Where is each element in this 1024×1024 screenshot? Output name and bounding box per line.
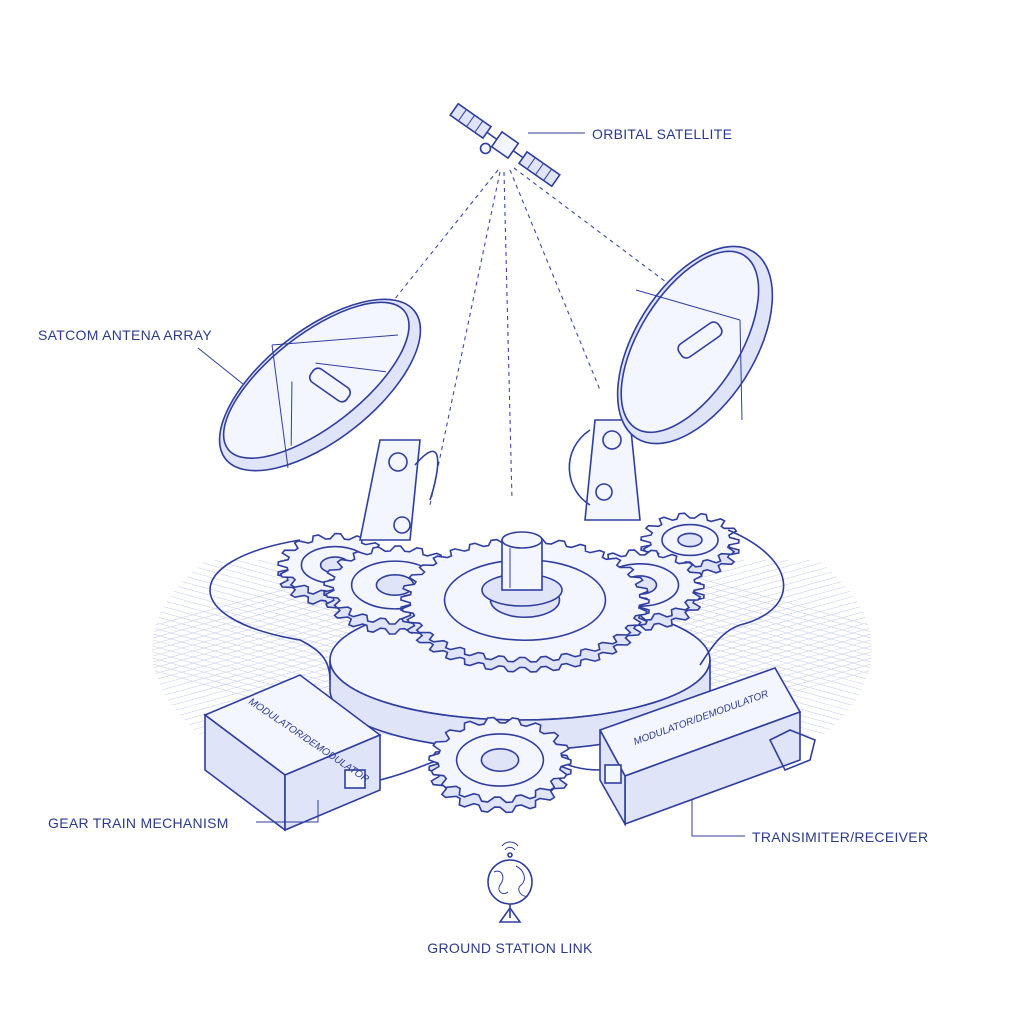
label-ground-station-link: GROUND STATION LINK [427,940,593,956]
gear-rim [455,733,545,787]
modulator-demodulator-right [598,667,816,828]
signal-icon [501,841,519,858]
label-transmitter-receiver: TRANSIMITER/RECEIVER [752,829,928,845]
gear-rim [661,523,719,557]
satellite-icon [449,102,561,188]
gear-hub [480,748,520,772]
transmitter-leader [691,800,745,837]
modulator-demodulator-left [203,674,382,832]
gear-icon [428,716,572,814]
gear-hub [677,532,703,548]
dish-antenna-icon [568,245,774,521]
grid-line [631,559,872,737]
label-gear-train-mechanism: GEAR TRAIN MECHANISM [48,815,229,831]
label-satcom-antenna-array: SATCOM ANTENA ARRAY [38,327,212,343]
globe-icon [487,859,533,923]
central-hub [481,531,563,607]
dish-antenna-icon [218,298,439,541]
gear-train-leader [256,800,319,823]
grid-line [152,559,393,737]
label-orbital-satellite: ORBITAL SATELLITE [592,126,732,142]
gear-icon [428,716,572,814]
antenna-leader [197,347,249,389]
grid-line [609,559,872,737]
